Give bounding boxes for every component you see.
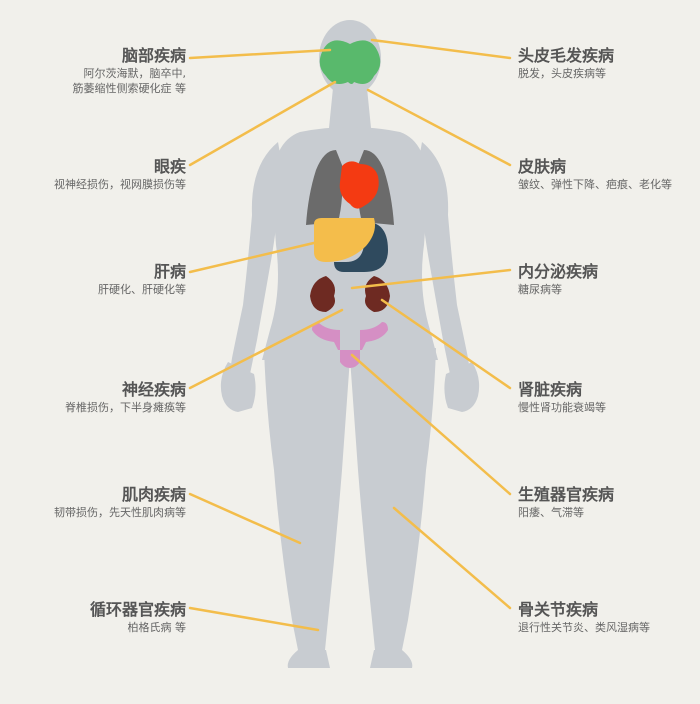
label-reproductive-disease: 生殖器官疾病 阳痿、气滞等: [518, 485, 614, 520]
left-kidney-organ: [310, 276, 335, 312]
label-title: 循环器官疾病: [89, 600, 186, 619]
label-title: 脑部疾病: [121, 46, 186, 65]
label-scalp-hair-disease: 头皮毛发疾病 脱发，头皮疾病等: [518, 46, 614, 81]
neck: [329, 88, 371, 128]
label-desc: 韧带损伤，先天性肌肉病等: [54, 506, 186, 519]
connector-muscle: [188, 492, 302, 545]
label-brain-disease: 脑部疾病 阿尔茨海默，脑卒中, 筋萎缩性侧索硬化症 等: [73, 46, 187, 96]
label-title: 肝病: [153, 262, 186, 281]
label-desc: 糖尿病等: [518, 283, 562, 296]
left-leg: [264, 348, 350, 660]
connector-bone: [392, 506, 512, 610]
connector-skin: [366, 88, 512, 167]
label-desc: 柏格氏病 等: [127, 621, 187, 634]
heart-organ: [339, 161, 379, 209]
label-desc: 阳痿、气滞等: [518, 506, 584, 519]
body-silhouette: [220, 20, 480, 668]
label-title: 眼疾: [153, 157, 186, 176]
label-eye-disease: 眼疾 视神经损伤，视网膜损伤等: [54, 157, 186, 192]
connector-lines: [188, 38, 512, 632]
label-desc: 视神经损伤，视网膜损伤等: [54, 178, 186, 191]
connector-liver: [188, 240, 320, 274]
connector-scalp: [370, 38, 512, 60]
left-arm: [230, 142, 282, 374]
label-nerve-disease: 神经疾病 脊椎损伤，下半身瘫痪等: [65, 380, 186, 415]
label-title: 肾脏疾病: [518, 380, 583, 399]
liver-organ: [314, 218, 375, 262]
label-desc: 退行性关节炎、类风湿病等: [518, 621, 650, 634]
label-desc: 脊椎损伤，下半身瘫痪等: [65, 401, 186, 414]
label-title: 骨关节疾病: [518, 600, 599, 619]
label-kidney-disease: 肾脏疾病 慢性肾功能衰竭等: [518, 380, 606, 415]
left-hand: [220, 362, 256, 412]
left-foot: [287, 650, 330, 668]
label-title: 内分泌疾病: [518, 262, 599, 281]
brain-organ: [319, 40, 381, 84]
label-desc: 肝硬化、肝硬化等: [98, 283, 186, 296]
label-title: 肌肉疾病: [121, 485, 186, 504]
label-bone-joint-disease: 骨关节疾病 退行性关节炎、类风湿病等: [518, 600, 650, 635]
label-title: 皮肤病: [518, 157, 567, 176]
left-lung-organ: [306, 150, 343, 225]
connector-eye: [188, 80, 337, 167]
label-desc: 皱纹、弹性下降、疤痕、老化等: [518, 178, 672, 191]
connector-kidney: [380, 298, 512, 390]
label-desc: 阿尔茨海默，脑卒中, 筋萎缩性侧索硬化症 等: [72, 67, 187, 95]
label-title: 头皮毛发疾病: [518, 46, 615, 65]
label-skin-disease: 皮肤病 皱纹、弹性下降、疤痕、老化等: [518, 157, 672, 192]
label-desc: 脱发，头皮疾病等: [518, 67, 606, 80]
connector-endocrine: [350, 268, 512, 290]
label-title: 生殖器官疾病: [518, 485, 615, 504]
label-circulatory-disease: 循环器官疾病 柏格氏病 等: [90, 600, 186, 635]
uterus-organ: [312, 322, 388, 368]
right-leg: [350, 348, 436, 660]
stomach-organ: [334, 222, 388, 272]
label-muscle-disease: 肌肉疾病 韧带损伤，先天性肌肉病等: [54, 485, 186, 520]
right-foot: [370, 650, 413, 668]
label-endocrine-disease: 内分泌疾病 糖尿病等: [518, 262, 598, 297]
connector-circulatory: [188, 606, 320, 632]
label-desc: 慢性肾功能衰竭等: [518, 401, 606, 414]
connector-reproductive: [350, 353, 512, 496]
right-arm: [418, 142, 470, 374]
right-hand: [444, 362, 480, 412]
label-liver-disease: 肝病 肝硬化、肝硬化等: [98, 262, 186, 297]
connector-brain: [188, 48, 332, 60]
label-title: 神经疾病: [121, 380, 186, 399]
connector-nerve: [188, 308, 344, 390]
